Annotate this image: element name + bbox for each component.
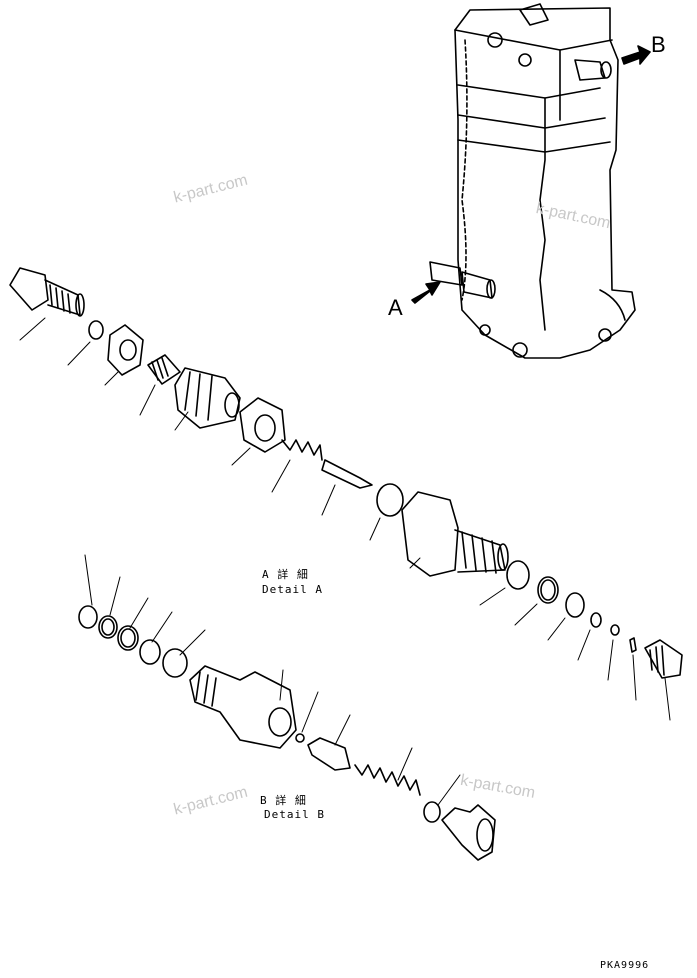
detail-b-subtitle: Detail B — [264, 808, 325, 821]
view-b-label: B — [651, 32, 666, 57]
drawing-code: PKA9996 — [600, 960, 650, 971]
detail-a-subtitle: Detail A — [262, 583, 323, 596]
arrow-b — [621, 45, 651, 65]
detail-b-title: B 詳 細 — [260, 794, 307, 807]
arrow-a — [411, 281, 441, 304]
view-a-label: A — [388, 295, 403, 320]
detail-a-title: A 詳 細 — [262, 568, 309, 581]
detail-b-parts — [78, 554, 496, 861]
detail-a-parts — [9, 267, 683, 721]
valve-block — [429, 3, 636, 359]
